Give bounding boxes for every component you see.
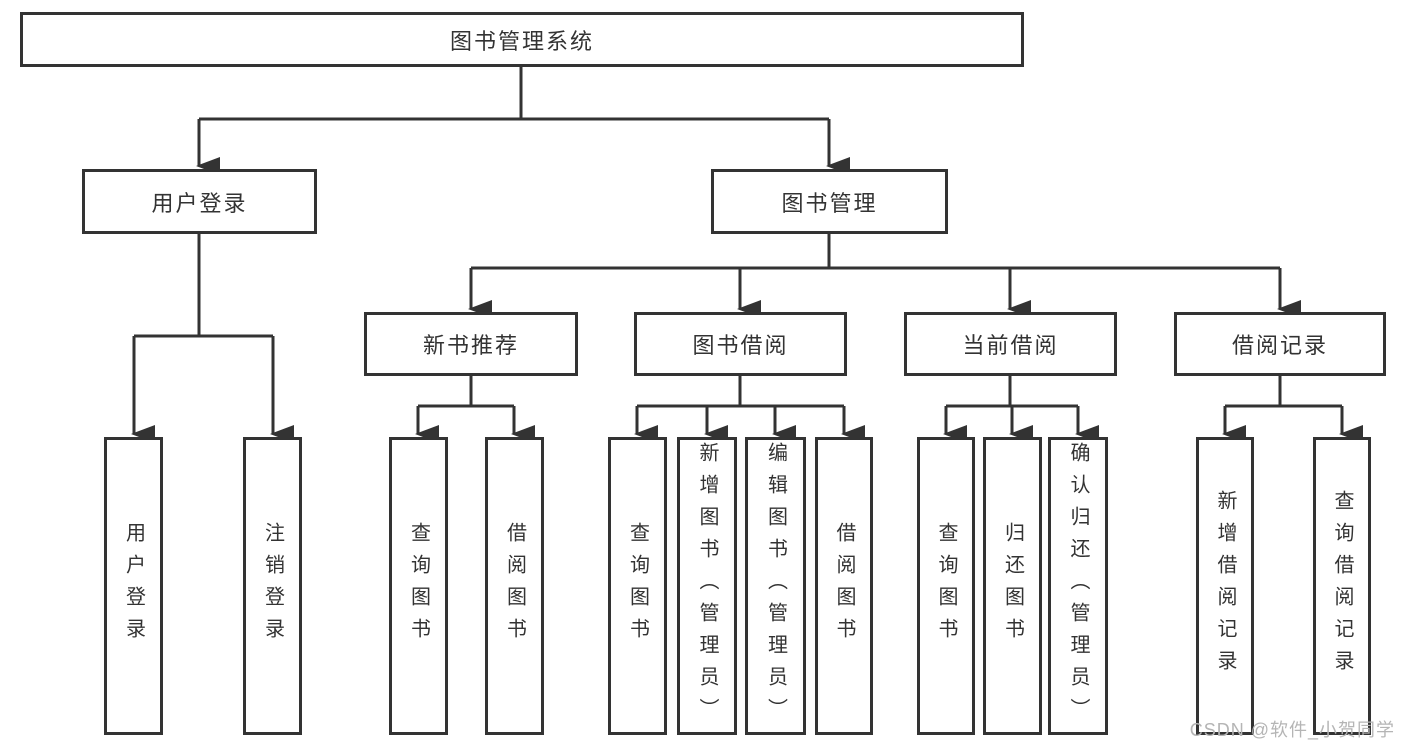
leaf-user-login-label: 用户登录	[122, 522, 145, 650]
node-borrow-records: 借阅记录	[1174, 312, 1386, 376]
leaf-cb-query-books: 查询图书	[917, 437, 975, 735]
node-current-borrow-label: 当前借阅	[962, 333, 1059, 358]
leaf-rec-add-record-label: 新增借阅记录	[1214, 490, 1236, 682]
node-book-borrow-label: 图书借阅	[692, 333, 789, 358]
connector-currentborrow-trunk	[946, 376, 1078, 408]
leaf-cb-confirm-return-admin: 确认归还（管理员）	[1048, 437, 1108, 735]
node-book-borrow: 图书借阅	[634, 312, 847, 376]
leaf-rec-query-record: 查询借阅记录	[1313, 437, 1371, 735]
node-user-login: 用户登录	[82, 169, 317, 234]
leaf-nb-borrow-books: 借阅图书	[485, 437, 544, 735]
leaf-bb-borrow-books-label: 借阅图书	[833, 522, 855, 650]
node-root-label: 图书管理系统	[449, 28, 594, 54]
leaf-cb-return-books-label: 归还图书	[1001, 522, 1024, 650]
connector-root-trunk	[199, 66, 829, 121]
leaf-bb-query-books-label: 查询图书	[626, 522, 649, 650]
connector-records-trunk	[1225, 376, 1342, 408]
leaf-logout-label: 注销登录	[261, 522, 284, 650]
connector-userlogin-trunk	[134, 234, 273, 338]
connector-bookborrow-trunk	[637, 376, 844, 408]
leaf-bb-edit-books-admin: 编辑图书（管理员）	[745, 437, 806, 735]
watermark: CSDN @软件_小贺同学	[1189, 720, 1395, 740]
leaf-cb-query-books-label: 查询图书	[935, 522, 957, 650]
node-user-login-label: 用户登录	[151, 190, 248, 216]
leaf-rec-query-record-label: 查询借阅记录	[1331, 490, 1353, 682]
node-new-book-recommend: 新书推荐	[364, 312, 578, 376]
node-book-management-label: 图书管理	[781, 190, 878, 216]
leaf-bb-borrow-books: 借阅图书	[815, 437, 873, 735]
node-current-borrow: 当前借阅	[904, 312, 1117, 376]
leaf-rec-add-record: 新增借阅记录	[1196, 437, 1254, 735]
leaf-bb-add-books-admin-label: 新增图书（管理员）	[696, 442, 718, 730]
node-borrow-records-label: 借阅记录	[1231, 333, 1328, 358]
node-book-management: 图书管理	[711, 169, 948, 234]
leaf-nb-query-books-label: 查询图书	[407, 522, 430, 650]
leaf-cb-confirm-return-admin-label: 确认归还（管理员）	[1067, 442, 1089, 730]
node-root: 图书管理系统	[20, 12, 1024, 67]
leaf-bb-add-books-admin: 新增图书（管理员）	[677, 437, 737, 735]
leaf-nb-query-books: 查询图书	[389, 437, 448, 735]
connector-bookmgmt-trunk	[471, 234, 1280, 270]
leaf-user-login: 用户登录	[104, 437, 163, 735]
node-new-book-recommend-label: 新书推荐	[422, 333, 519, 358]
leaf-bb-edit-books-admin-label: 编辑图书（管理员）	[764, 442, 787, 730]
connector-newbook-trunk	[418, 376, 514, 408]
leaf-logout: 注销登录	[243, 437, 302, 735]
leaf-nb-borrow-books-label: 借阅图书	[503, 522, 526, 650]
leaf-bb-query-books: 查询图书	[608, 437, 667, 735]
leaf-cb-return-books: 归还图书	[983, 437, 1042, 735]
